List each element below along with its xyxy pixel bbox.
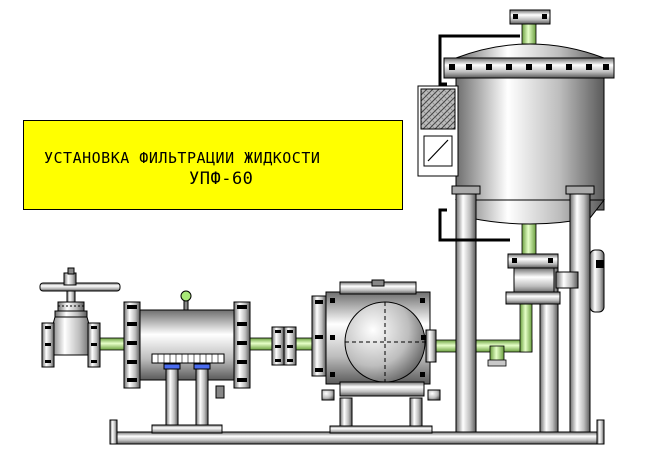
- title-box: УСТАНОВКА ФИЛЬТРАЦИИ ЖИДКОСТИ УПФ-60: [23, 120, 403, 210]
- inlet-valve: [39, 267, 121, 368]
- title-line-2: УПФ-60: [189, 169, 254, 189]
- filter-tank-icon: [123, 290, 297, 434]
- outlet-valve: [505, 249, 605, 313]
- pump-icon: [311, 279, 441, 434]
- valve-handwheel-icon: [39, 282, 121, 292]
- pressure-gauge-icon: [417, 34, 520, 242]
- pipe-fittings: [425, 329, 437, 363]
- settling-tank-icon: [443, 9, 615, 433]
- title-line-1: УСТАНОВКА ФИЛЬТРАЦИИ ЖИДКОСТИ: [44, 149, 321, 167]
